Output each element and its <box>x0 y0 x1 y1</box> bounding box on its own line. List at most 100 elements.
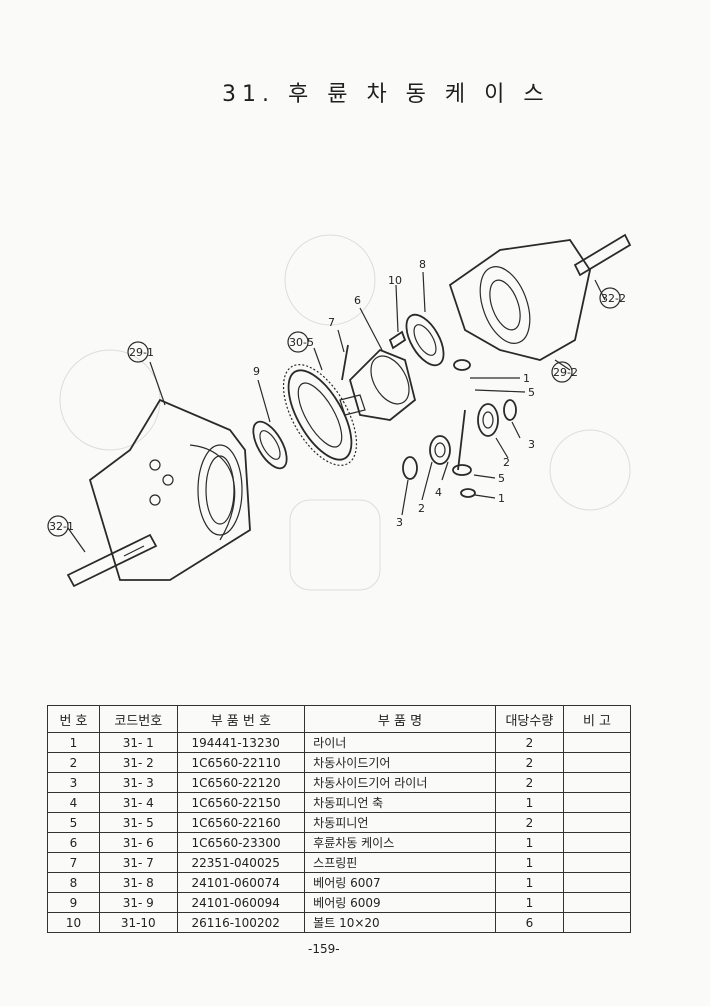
svg-text:29-2: 29-2 <box>553 366 578 379</box>
cell-number: 2 <box>47 752 100 773</box>
callout-32-1: 32-1 <box>47 515 74 537</box>
cell-quantity: 2 <box>494 752 565 773</box>
spring-pin-7 <box>341 344 349 381</box>
cell-remarks <box>563 852 631 873</box>
bearing-8 <box>405 313 445 367</box>
bolt-10 <box>388 284 407 350</box>
cell-remarks <box>563 872 631 893</box>
page-number: -159- <box>308 942 340 956</box>
cell-remarks <box>563 752 631 773</box>
cell-code: 31- 8 <box>98 872 178 893</box>
header-part-number: 부 품 번 호 <box>176 705 306 733</box>
cell-part-number: 1C6560-23300 <box>176 832 306 853</box>
callout-8: 8 <box>419 258 426 271</box>
header-quantity: 대당수량 <box>494 705 565 733</box>
cell-part-name: 라이너 <box>304 732 496 753</box>
cell-number: 5 <box>47 812 100 833</box>
svg-text:29-1: 29-1 <box>129 346 154 359</box>
callout-1-lower: 1 <box>498 492 505 505</box>
cell-remarks <box>563 772 631 793</box>
cell-part-name: 차동피니언 축 <box>304 792 496 813</box>
cell-part-name: 볼트 10×20 <box>304 912 496 933</box>
cell-part-number: 26116-100202 <box>176 912 306 933</box>
cell-part-number: 24101-060074 <box>176 872 306 893</box>
cell-part-name: 스프링핀 <box>304 852 496 873</box>
header-code: 코드번호 <box>98 705 178 733</box>
callout-29-1: 29-1 <box>127 341 154 363</box>
cell-part-number: 1C6560-22150 <box>176 792 306 813</box>
cell-number: 9 <box>47 892 100 913</box>
cell-quantity: 2 <box>494 732 565 753</box>
cell-remarks <box>563 812 631 833</box>
cell-number: 6 <box>47 832 100 853</box>
callout-32-2: 32-2 <box>599 287 626 309</box>
bearing-9 <box>252 420 288 470</box>
cell-code: 31- 1 <box>98 732 178 753</box>
cell-code: 31- 9 <box>98 892 178 913</box>
cell-part-name: 베어링 6009 <box>304 892 496 913</box>
cell-code: 31- 2 <box>98 752 178 773</box>
header-remarks: 비 고 <box>563 705 631 733</box>
cell-part-name: 베어링 6007 <box>304 872 496 893</box>
callout-3-right: 3 <box>528 438 535 451</box>
cell-part-number: 1C6560-22160 <box>176 812 306 833</box>
cell-number: 1 <box>47 732 100 753</box>
cell-part-number: 24101-060094 <box>176 892 306 913</box>
cell-remarks <box>563 732 631 753</box>
svg-text:32-1: 32-1 <box>49 520 74 533</box>
callout-1-upper: 1 <box>523 372 530 385</box>
cell-part-number: 22351-040025 <box>176 852 306 873</box>
callout-3-left: 3 <box>396 516 403 529</box>
small-parts-cluster <box>402 359 517 498</box>
callout-29-2: 29-2 <box>551 361 578 383</box>
cell-number: 8 <box>47 872 100 893</box>
cell-quantity: 6 <box>494 912 565 933</box>
callout-9: 9 <box>253 365 260 378</box>
right-housing-29-2 <box>448 239 591 361</box>
callout-6: 6 <box>354 294 361 307</box>
cell-number: 7 <box>47 852 100 873</box>
cell-code: 31- 5 <box>98 812 178 833</box>
callout-5-upper: 5 <box>528 386 535 399</box>
cell-part-name: 차동사이드기어 라이너 <box>304 772 496 793</box>
cell-remarks <box>563 892 631 913</box>
ring-gear-30-5 <box>282 364 358 466</box>
cell-quantity: 1 <box>494 792 565 813</box>
background-ghost-drawing <box>59 234 631 591</box>
cell-quantity: 1 <box>494 832 565 853</box>
callout-5-lower: 5 <box>498 472 505 485</box>
diff-case-6 <box>339 348 417 421</box>
cell-quantity: 1 <box>494 892 565 913</box>
right-axle-32-2 <box>573 233 632 277</box>
cell-quantity: 1 <box>494 852 565 873</box>
cell-number: 10 <box>47 912 100 933</box>
header-number: 번 호 <box>47 705 100 733</box>
cell-code: 31- 7 <box>98 852 178 873</box>
cell-remarks <box>563 912 631 933</box>
cell-quantity: 1 <box>494 872 565 893</box>
callout-4: 4 <box>435 486 442 499</box>
callout-2-left: 2 <box>418 502 425 515</box>
cell-code: 31-10 <box>98 912 178 933</box>
cell-code: 31- 3 <box>98 772 178 793</box>
callout-2-right: 2 <box>503 456 510 469</box>
svg-text:32-2: 32-2 <box>601 292 626 305</box>
callout-7: 7 <box>328 316 335 329</box>
left-housing-29-1 <box>88 398 251 581</box>
cell-number: 4 <box>47 792 100 813</box>
callout-30-5: 30-5 <box>287 331 314 353</box>
callout-10: 10 <box>388 274 402 287</box>
header-part-name: 부 품 명 <box>304 705 496 733</box>
cell-part-name: 후륜차동 케이스 <box>304 832 496 853</box>
table-header-row: 번 호 코드번호 부 품 번 호 부 품 명 대당수량 비 고 <box>47 705 631 733</box>
